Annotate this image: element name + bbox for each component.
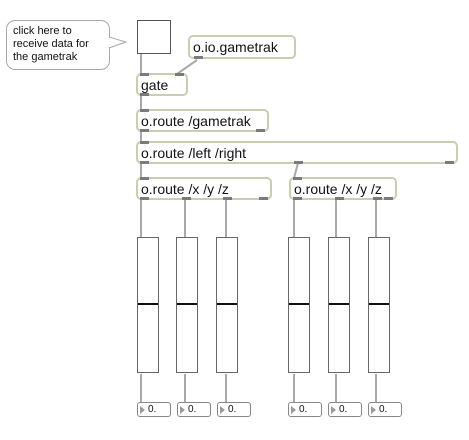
slider-left-y[interactable]: [176, 237, 198, 373]
slider-knob[interactable]: [217, 303, 237, 305]
inlet[interactable]: [140, 141, 149, 144]
inlet[interactable]: [293, 177, 302, 180]
number-value: 0.: [188, 404, 197, 415]
play-triangle-icon: [291, 406, 296, 414]
route-xyz-left-object[interactable]: o.route /x /y /z: [136, 177, 272, 200]
slider-left-z[interactable]: [216, 237, 238, 373]
inlet[interactable]: [140, 177, 149, 180]
number-value: 0.: [299, 404, 308, 415]
outlet[interactable]: [194, 56, 203, 59]
outlet[interactable]: [335, 197, 344, 200]
slider-left-x[interactable]: [137, 237, 159, 373]
play-triangle-icon: [331, 406, 336, 414]
slider-knob[interactable]: [138, 303, 158, 305]
outlet[interactable]: [294, 161, 303, 164]
gametrak-object-label: o.io.gametrak: [193, 39, 278, 55]
number-box-left-y[interactable]: 0.: [177, 402, 211, 417]
bang-button[interactable]: [137, 20, 171, 54]
outlet[interactable]: [223, 197, 232, 200]
outlet[interactable]: [140, 93, 149, 96]
slider-knob[interactable]: [177, 303, 197, 305]
gametrak-object[interactable]: o.io.gametrak: [188, 35, 296, 59]
play-triangle-icon: [180, 406, 185, 414]
route-left-right-label: o.route /left /right: [141, 145, 247, 161]
gate-object[interactable]: gate: [136, 73, 188, 96]
number-value: 0.: [228, 404, 237, 415]
route-gametrak-object[interactable]: o.route /gametrak: [136, 109, 269, 132]
number-value: 0.: [339, 404, 348, 415]
slider-right-y[interactable]: [328, 237, 350, 373]
outlet[interactable]: [140, 129, 149, 132]
slider-right-z[interactable]: [368, 237, 390, 373]
number-box-right-y[interactable]: 0.: [328, 402, 362, 417]
bubble-tail: [108, 36, 128, 49]
outlet[interactable]: [256, 129, 265, 132]
outlet[interactable]: [445, 161, 454, 164]
play-triangle-icon: [220, 406, 225, 414]
outlet[interactable]: [384, 197, 393, 200]
inlet[interactable]: [140, 109, 149, 112]
slider-knob[interactable]: [329, 303, 349, 305]
outlet[interactable]: [140, 197, 149, 200]
slider-knob[interactable]: [369, 303, 389, 305]
comment-bubble: click here to receive data for the gamet…: [6, 20, 110, 70]
route-left-right-object[interactable]: o.route /left /right: [136, 141, 458, 164]
outlet[interactable]: [182, 197, 191, 200]
number-box-right-z[interactable]: 0.: [368, 402, 402, 417]
gate-object-label: gate: [141, 77, 169, 93]
inlet[interactable]: [175, 73, 184, 76]
number-box-left-x[interactable]: 0.: [137, 402, 171, 417]
route-xyz-right-label: o.route /x /y /z: [294, 181, 382, 197]
outlet[interactable]: [373, 197, 382, 200]
outlet[interactable]: [140, 161, 149, 164]
slider-right-x[interactable]: [288, 237, 310, 373]
outlet[interactable]: [259, 197, 268, 200]
route-xyz-right-object[interactable]: o.route /x /y /z: [289, 177, 397, 200]
number-value: 0.: [379, 404, 388, 415]
number-box-left-z[interactable]: 0.: [217, 402, 251, 417]
route-xyz-left-label: o.route /x /y /z: [141, 181, 229, 197]
play-triangle-icon: [140, 406, 145, 414]
slider-knob[interactable]: [289, 303, 309, 305]
comment-text: click here to receive data for the gamet…: [13, 25, 89, 63]
play-triangle-icon: [371, 406, 376, 414]
bubble-tail-mask: [108, 38, 111, 47]
inlet[interactable]: [140, 73, 149, 76]
outlet[interactable]: [293, 197, 302, 200]
route-gametrak-label: o.route /gametrak: [141, 113, 251, 129]
number-value: 0.: [148, 404, 157, 415]
number-box-right-x[interactable]: 0.: [288, 402, 322, 417]
